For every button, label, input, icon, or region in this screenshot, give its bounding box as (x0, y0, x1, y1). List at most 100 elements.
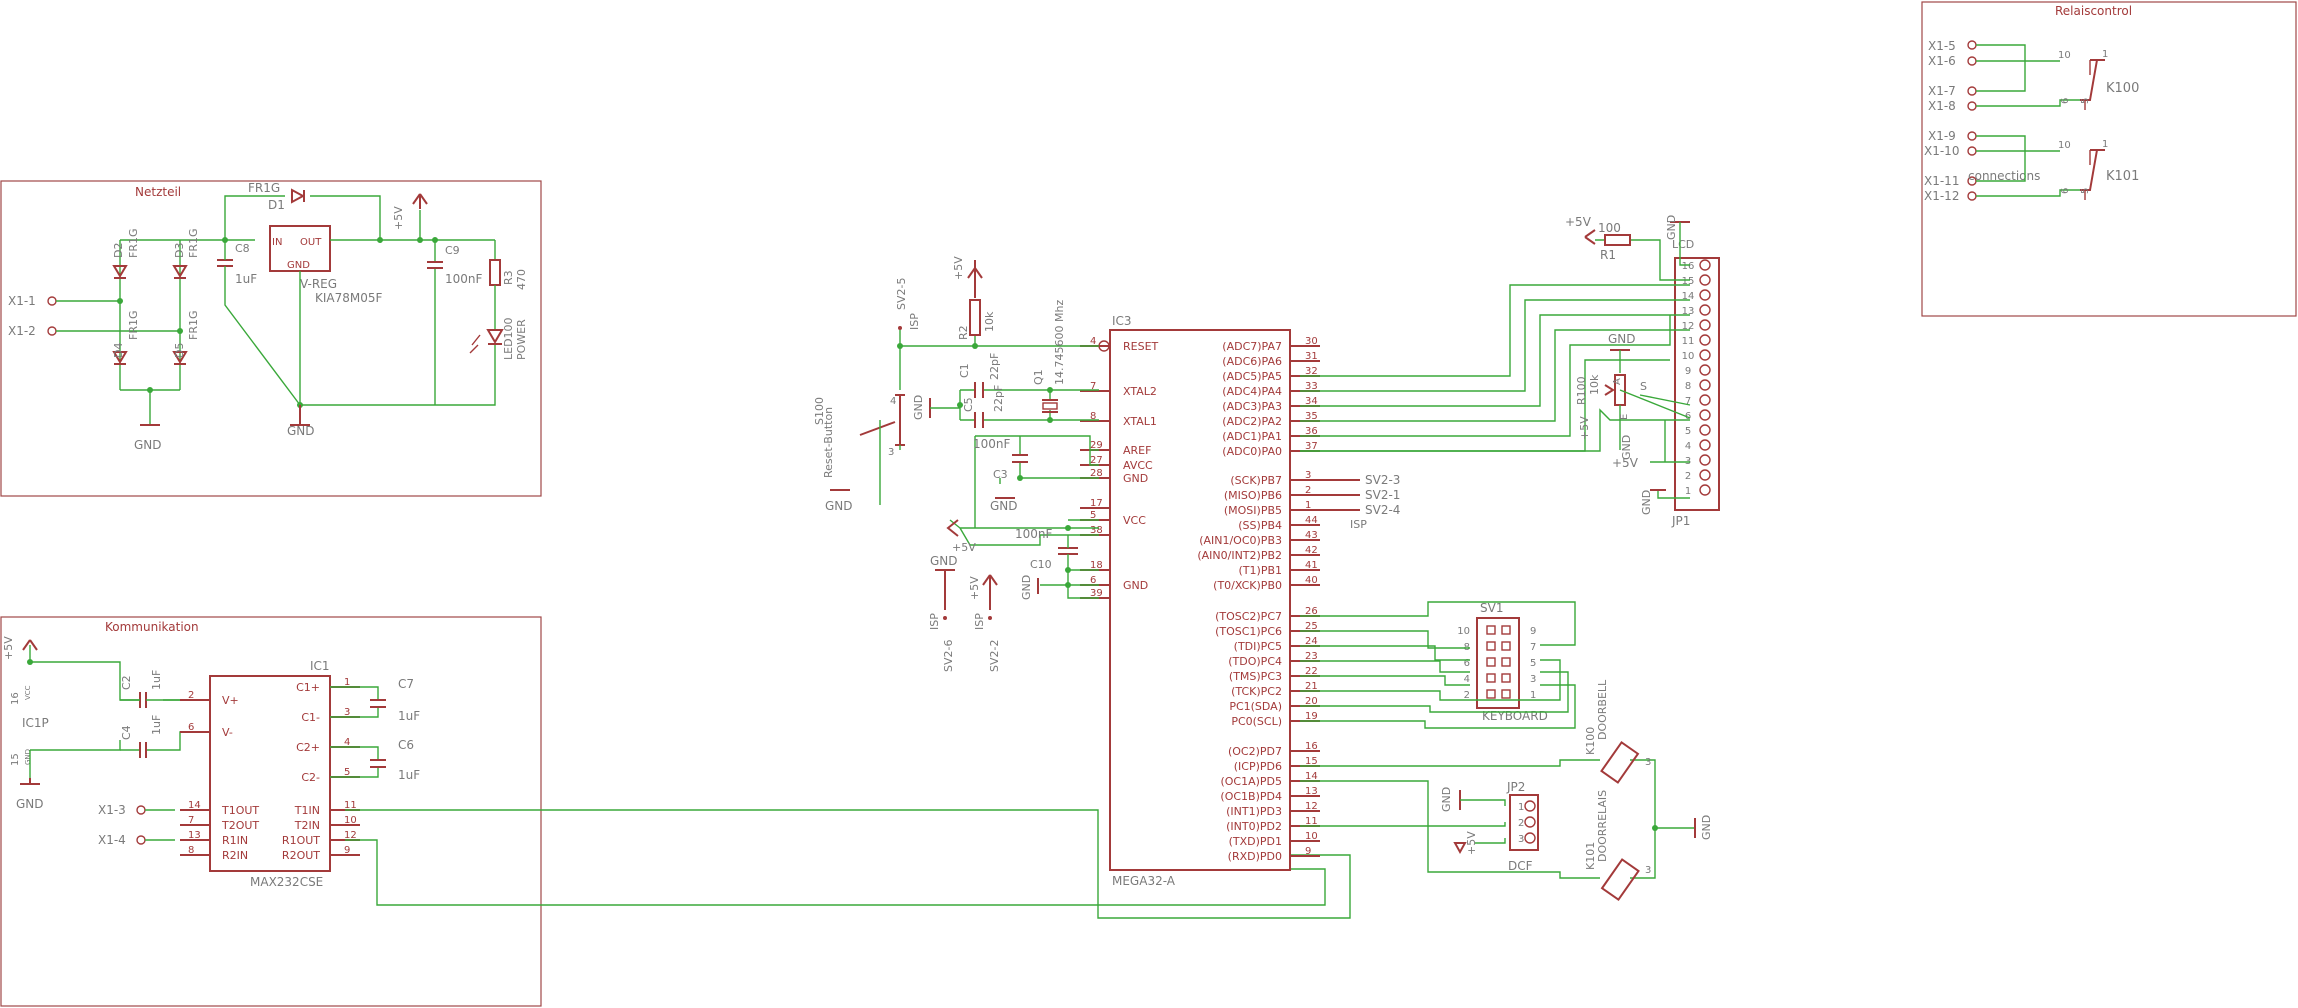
mcu-pin-name: RESET (1123, 340, 1159, 353)
lcd-pin-pad (1699, 274, 1711, 286)
lcd-name: LCD (1672, 238, 1694, 251)
sv2-2-vcc: +5V (968, 576, 981, 600)
lcd-pin-pad (1699, 349, 1711, 361)
r100-vcc: +5V (1578, 416, 1591, 440)
lcd-pin-pad (1699, 469, 1711, 481)
c4-label: C4 (120, 725, 133, 740)
mcu-pin-num: 21 (1305, 681, 1318, 692)
mcu-pin-num: 17 (1090, 498, 1103, 509)
x1-4-terminal[interactable] (136, 835, 146, 845)
mcu-pin-name: PC1(SDA) (1229, 700, 1282, 713)
mcu-pin-name: GND (1123, 472, 1148, 485)
mcu-pin-num: 1 (1305, 500, 1311, 511)
c5-value: 22pF (992, 385, 1005, 412)
diode-d4 (112, 351, 128, 365)
ic1-pin-num: 4 (344, 737, 350, 748)
sv2-2-isp: ISP (973, 613, 986, 630)
lcd-pin-num: 15 (1682, 276, 1695, 287)
mcu-pin-name: (ADC1)PA1 (1222, 430, 1282, 443)
x1-7-label: X1-7 (1928, 84, 1956, 98)
jp2-pin3: 3 (1518, 834, 1524, 845)
mcu-pin-name: (ADC0)PA0 (1222, 445, 1282, 458)
x1-3-terminal[interactable] (136, 805, 146, 815)
mcu-pin-name: (MOSI)PB5 (1224, 504, 1282, 517)
mcu-pin-num: 42 (1305, 545, 1318, 556)
mcu-pin-name: (ADC2)PA2 (1222, 415, 1282, 428)
sv2-5-isp: ISP (908, 313, 921, 330)
led-value: POWER (515, 319, 528, 360)
x1-11-label: X1-11 (1924, 174, 1959, 188)
c5-label: C5 (962, 397, 975, 412)
mcu-pin-num: 5 (1090, 510, 1096, 521)
dcf-label: DCF (1508, 859, 1533, 873)
netzteil-circuit: X1-1 X1-2 D2 FR1G D3 FR1G D4 FR1G D5 FR1… (8, 181, 528, 452)
mcu-pin-name: (ICP)PD6 (1234, 760, 1282, 773)
x1-1-terminal[interactable] (47, 296, 57, 306)
sv2-isp: ISP (1350, 518, 1367, 531)
c3-value: 100nF (973, 437, 1011, 451)
lcd-pin-num: 16 (1682, 261, 1695, 272)
mcu-pin-num: 39 (1090, 588, 1103, 599)
s100-pin3: 3 (888, 447, 894, 458)
sv2-1-label: SV2-1 (1365, 488, 1400, 502)
mcu-pin-name: GND (1123, 579, 1148, 592)
x1-6-terminal[interactable] (1967, 56, 1977, 66)
mcu-pin-name: (OC1A)PD5 (1220, 775, 1282, 788)
d4-value: FR1G (127, 311, 140, 341)
x1-2-terminal[interactable] (47, 326, 57, 336)
mcu-pin-num: 25 (1305, 621, 1318, 632)
mcu-pin-name: (TMS)PC3 (1229, 670, 1282, 683)
ic1-pin-name: R1OUT (282, 834, 320, 847)
keyboard-pad (1501, 625, 1511, 635)
x1-12-terminal[interactable] (1967, 191, 1977, 201)
mcu-pin-num: 29 (1090, 440, 1103, 451)
mcu-pin-num: 18 (1090, 560, 1103, 571)
c7-label: C7 (398, 677, 414, 691)
x1-10-terminal[interactable] (1967, 146, 1977, 156)
mcu-pin-num: 38 (1090, 525, 1103, 536)
ic1-pin-name: C2- (301, 771, 320, 784)
mcu-pin-num: 12 (1305, 801, 1318, 812)
keyboard-pin-num: 6 (1464, 658, 1470, 669)
ic1-pin-name: C1+ (296, 681, 320, 694)
lcd-pin-pad (1699, 379, 1711, 391)
r1-value: 100 (1598, 221, 1621, 235)
x1-9-terminal[interactable] (1967, 131, 1977, 141)
x1-5-terminal[interactable] (1967, 40, 1977, 50)
r100-wiper: S (1640, 380, 1647, 393)
mcu-pin-num: 4 (1090, 336, 1096, 347)
mcu-pin-name: XTAL1 (1123, 415, 1157, 428)
jp2-pin2: 2 (1518, 818, 1524, 829)
mcu-pin-name: (INT1)PD3 (1226, 805, 1282, 818)
netzteil-frame (0, 180, 542, 497)
mcu-pin-name: (ADC4)PA4 (1222, 385, 1282, 398)
mcu-pin-name: (TOSC2)PC7 (1215, 610, 1282, 623)
lcd-pin-pad (1699, 304, 1711, 316)
ic1-pin-num: 10 (344, 815, 357, 826)
mcu-pin-name: (AIN0/INT2)PB2 (1197, 549, 1282, 562)
mcu-pin-name: (RXD)PD0 (1228, 850, 1282, 863)
k101-value: DOORRELAIS (1596, 790, 1609, 862)
mcu-pin-name: (INT0)PD2 (1226, 820, 1282, 833)
ic1p-vcc: VCC (24, 685, 32, 700)
x1-2-label: X1-2 (8, 324, 36, 338)
mcu-pin-num: 27 (1090, 455, 1103, 466)
d3-value: FR1G (187, 229, 200, 259)
mcu-pin-name: (SS)PB4 (1238, 519, 1282, 532)
mcu-pin-num: 2 (1305, 485, 1311, 496)
sv2-3-label: SV2-3 (1365, 473, 1400, 487)
ic1-pin-num: 11 (344, 800, 357, 811)
r1-label: R1 (1600, 248, 1616, 262)
r3-value: 470 (515, 269, 528, 290)
mcu-pin-num: 14 (1305, 771, 1318, 782)
mcu-pin-num: 28 (1090, 468, 1103, 479)
x1-7-terminal[interactable] (1967, 86, 1977, 96)
c9-value: 100nF (445, 272, 483, 286)
ic3-value: MEGA32-A (1112, 874, 1176, 888)
mcu-pin-name: XTAL2 (1123, 385, 1157, 398)
mcu-pin-num: 33 (1305, 381, 1318, 392)
mcu-pin-num: 19 (1305, 711, 1318, 722)
x1-8-terminal[interactable] (1967, 101, 1977, 111)
d2-value: FR1G (127, 229, 140, 259)
